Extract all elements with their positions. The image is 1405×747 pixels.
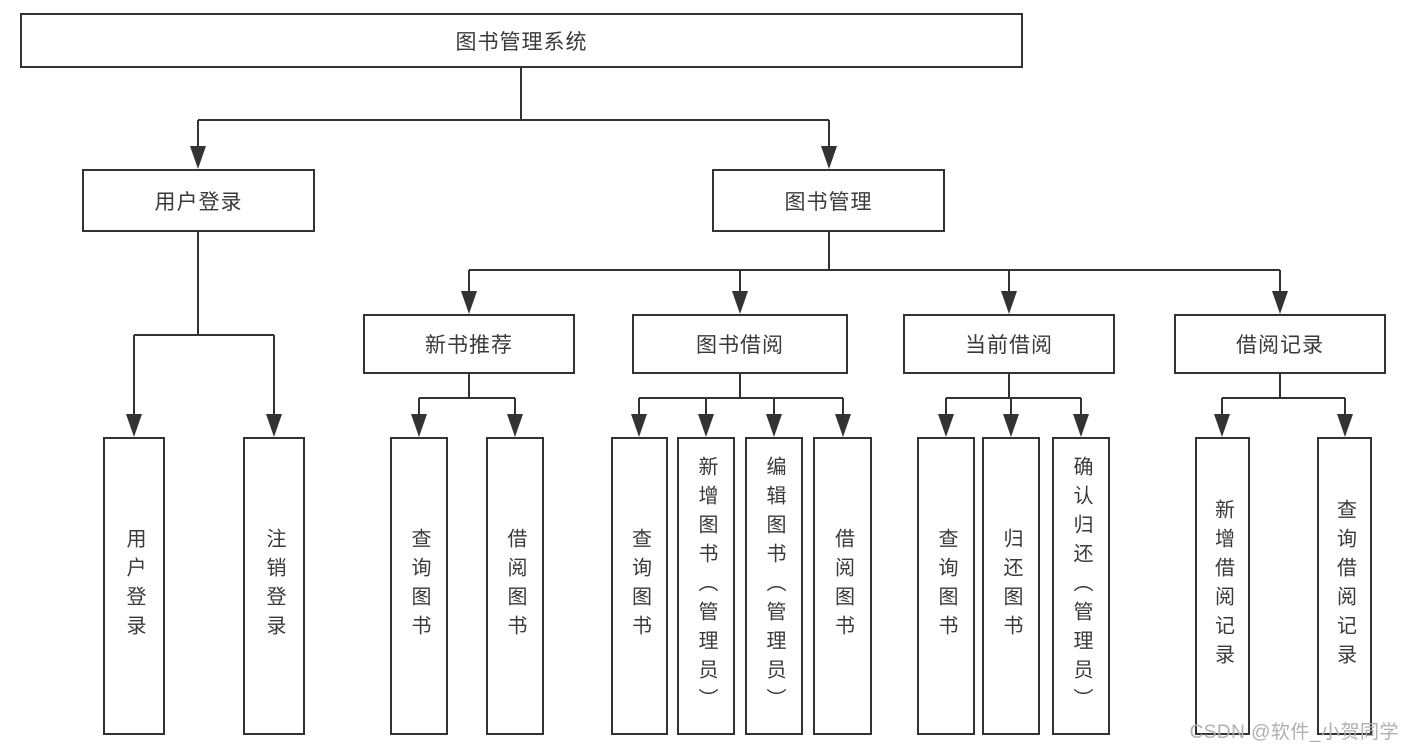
node-label: 查询图书: [408, 528, 430, 644]
leaf-edit-books-admin: 编辑图书（管理员）: [745, 437, 803, 735]
leaf-add-borrow-record: 新增借阅记录: [1195, 437, 1250, 735]
node-label: 注销登录: [263, 528, 285, 644]
node-label: 新增借阅记录: [1211, 499, 1234, 673]
leaf-query-books-3: 查询图书: [917, 437, 975, 735]
leaf-user-login: 用户登录: [103, 437, 165, 735]
node-label: 图书管理系统: [455, 30, 588, 54]
node-book-management: 图书管理: [712, 169, 945, 232]
leaf-query-borrow-record: 查询借阅记录: [1317, 437, 1372, 735]
csdn-watermark: CSDN @软件_小贺同学: [1189, 722, 1399, 743]
leaf-add-books-admin: 新增图书（管理员）: [677, 437, 735, 735]
node-new-book-recommend: 新书推荐: [363, 314, 575, 374]
node-label: 借阅图书: [504, 528, 526, 644]
node-label: 新增图书（管理员）: [695, 455, 717, 717]
node-label: 图书管理: [784, 190, 873, 214]
node-label: 查询图书: [628, 528, 651, 644]
leaf-return-books: 归还图书: [982, 437, 1040, 735]
node-borrowing-records: 借阅记录: [1174, 314, 1386, 374]
node-book-borrowing: 图书借阅: [632, 314, 848, 374]
leaf-borrow-books-1: 借阅图书: [486, 437, 544, 735]
node-library-management-system: 图书管理系统: [20, 13, 1023, 68]
node-label: 确认归还（管理员）: [1070, 455, 1092, 717]
node-label: 当前借阅: [965, 334, 1053, 357]
node-label: 查询图书: [935, 528, 957, 644]
node-label: 图书借阅: [696, 334, 784, 357]
node-label: 编辑图书（管理员）: [763, 455, 785, 717]
node-label: 用户登录: [154, 190, 243, 214]
node-label: 归还图书: [1000, 528, 1022, 644]
node-label: 查询借阅记录: [1333, 499, 1356, 673]
leaf-confirm-return-admin: 确认归还（管理员）: [1052, 437, 1110, 735]
leaf-query-books-1: 查询图书: [390, 437, 448, 735]
node-label: 新书推荐: [425, 334, 513, 357]
leaf-logout: 注销登录: [243, 437, 305, 735]
node-label: 借阅记录: [1236, 334, 1324, 357]
node-label: 借阅图书: [831, 528, 854, 644]
node-user-login: 用户登录: [82, 169, 315, 232]
leaf-query-books-2: 查询图书: [611, 437, 668, 735]
node-label: 用户登录: [123, 528, 145, 644]
leaf-borrow-books-2: 借阅图书: [813, 437, 872, 735]
node-current-borrowing: 当前借阅: [903, 314, 1115, 374]
